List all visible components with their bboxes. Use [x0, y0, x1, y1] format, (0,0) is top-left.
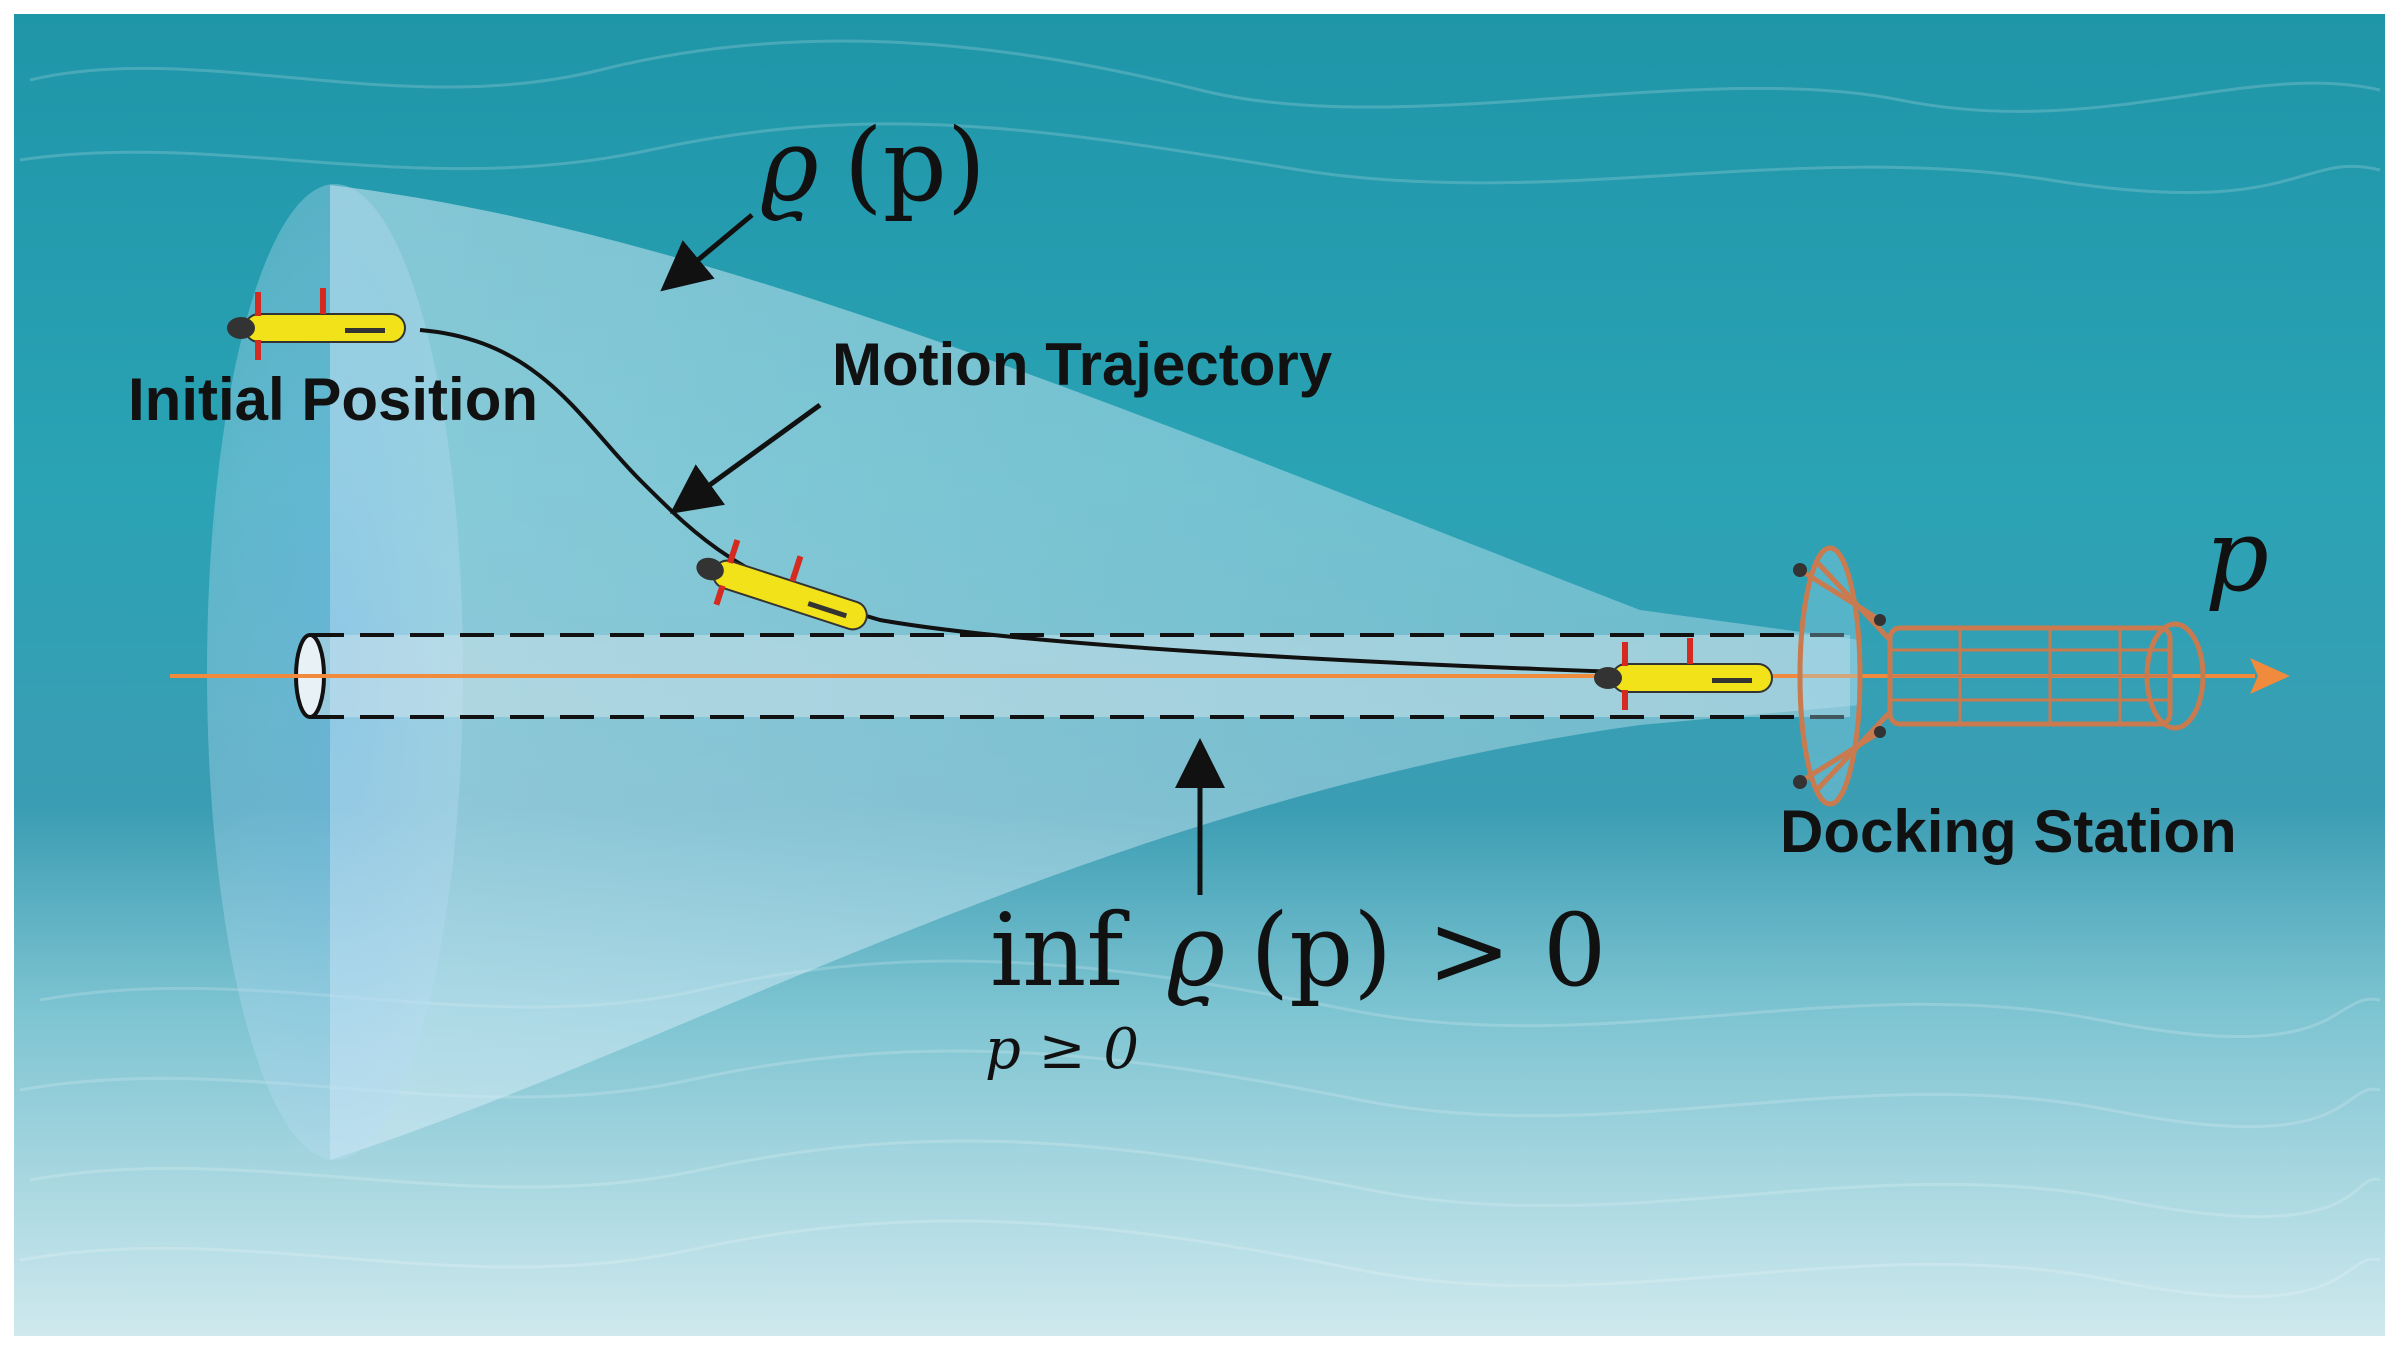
rho-formula: ϱ (p) — [760, 107, 986, 224]
rho-argument: (p) — [844, 107, 986, 224]
p-axis-label: p — [2205, 497, 2269, 614]
infimum-formula: inf ϱ (p) > 0 — [990, 892, 1606, 1009]
inf-operator: inf — [990, 892, 1130, 1009]
initial-region-ellipse — [207, 184, 463, 1160]
initial-position-label: Initial Position — [128, 366, 538, 433]
docking-cage-icon — [1793, 545, 2206, 807]
rho-symbol: ϱ — [760, 107, 819, 224]
inf-rho-argument: (p) — [1250, 892, 1392, 1009]
inf-rho-symbol: ϱ — [1166, 892, 1225, 1009]
auv-icon — [1594, 638, 1773, 710]
rho-pointer-arrow — [660, 213, 754, 292]
trajectory-pointer-arrow — [669, 402, 822, 514]
performance-funnel — [330, 185, 1860, 1160]
auv-icon — [696, 539, 868, 631]
docking-station-label: Docking Station — [1780, 798, 2237, 865]
inf-subscript: p ≥ 0 — [985, 1017, 1139, 1082]
auv-icon — [227, 288, 406, 360]
inf-condition: > 0 — [1427, 892, 1606, 1009]
motion-trajectory-label: Motion Trajectory — [832, 331, 1333, 398]
